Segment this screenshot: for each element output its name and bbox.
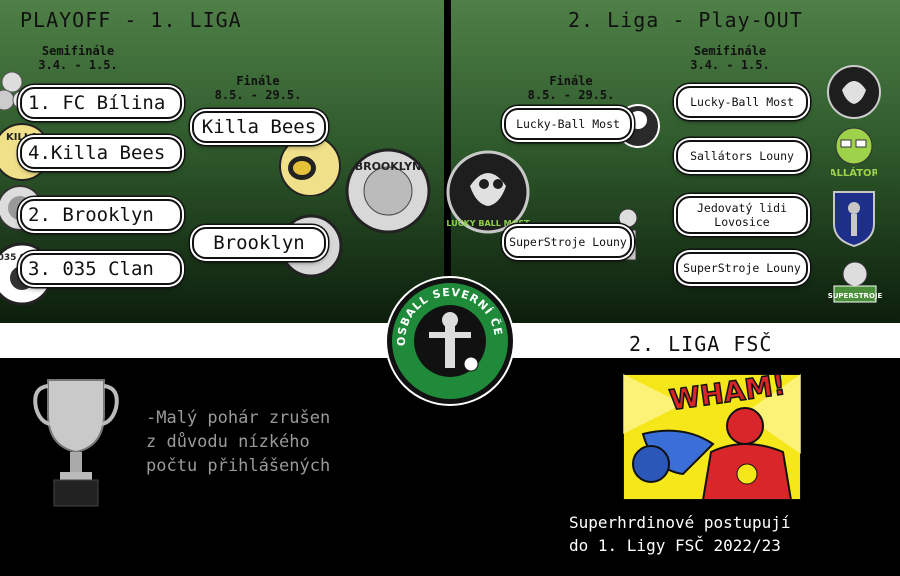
- playout-semifinal-team-1[interactable]: Lucky-Ball Most: [676, 86, 808, 118]
- playoff-semifinal-team-3[interactable]: 2. Brooklyn: [20, 199, 182, 231]
- svg-text:SUPERSTROJE: SUPERSTROJE: [828, 292, 883, 300]
- promotion-caption-line2: do 1. Ligy FSČ 2022/23: [569, 536, 781, 555]
- sallators-logo: SALLÁTORS: [831, 127, 877, 179]
- playoff-semifinal-team-2[interactable]: 4.Killa Bees: [20, 137, 182, 169]
- playout-semifinal-team-2[interactable]: Sallátors Louny: [676, 140, 808, 172]
- svg-text:BROOKLYN: BROOKLYN: [355, 160, 422, 173]
- superstroje-logo: SUPERSTROJE: [828, 261, 883, 303]
- svg-text:LUCKY BALL MOST: LUCKY BALL MOST: [446, 219, 530, 228]
- svg-text:KILLA: KILLA: [6, 132, 38, 143]
- playoff-semifinal-team-4[interactable]: 3. 035 Clan: [20, 253, 182, 285]
- playout-title: 2. Liga - Play-OUT: [568, 8, 803, 32]
- playout-finalist-1[interactable]: Lucky-Ball Most: [504, 108, 632, 140]
- playoff-finalist-1[interactable]: Killa Bees: [192, 111, 326, 143]
- playout-panel: [451, 0, 900, 323]
- comic-superhero-image: WHAM!: [623, 374, 801, 500]
- playout-finalist-2[interactable]: SuperStroje Louny: [504, 226, 632, 258]
- brooklyn-logo: BROOKLYN: [345, 148, 431, 234]
- promotion-caption-line1: Superhrdinové postupují: [569, 513, 791, 532]
- league2-title: 2. LIGA FSČ: [629, 332, 773, 356]
- lucky-ball-most-logo: LUCKY BALL MOST: [446, 150, 530, 234]
- playout-semifinal-team-3[interactable]: Jedovatý lidi Lovosice: [676, 196, 808, 234]
- jedovaty-lidi-logo: [833, 191, 875, 248]
- playout-semifinal-team-4[interactable]: SuperStroje Louny: [676, 252, 808, 284]
- foosball-severni-cechy-logo: FOOSBALL SEVERNÍ ČECHY: [383, 274, 515, 406]
- trophy-icon: [33, 379, 119, 507]
- playoff-semifinal-team-1[interactable]: 1. FC Bílina: [20, 87, 182, 119]
- playoff-title: PLAYOFF - 1. LIGA: [20, 8, 242, 32]
- svg-text:SALLÁTORS: SALLÁTORS: [831, 166, 877, 179]
- lucky-ball-semi-logo: [827, 65, 881, 119]
- playoff-finalist-2[interactable]: Brooklyn: [192, 227, 326, 259]
